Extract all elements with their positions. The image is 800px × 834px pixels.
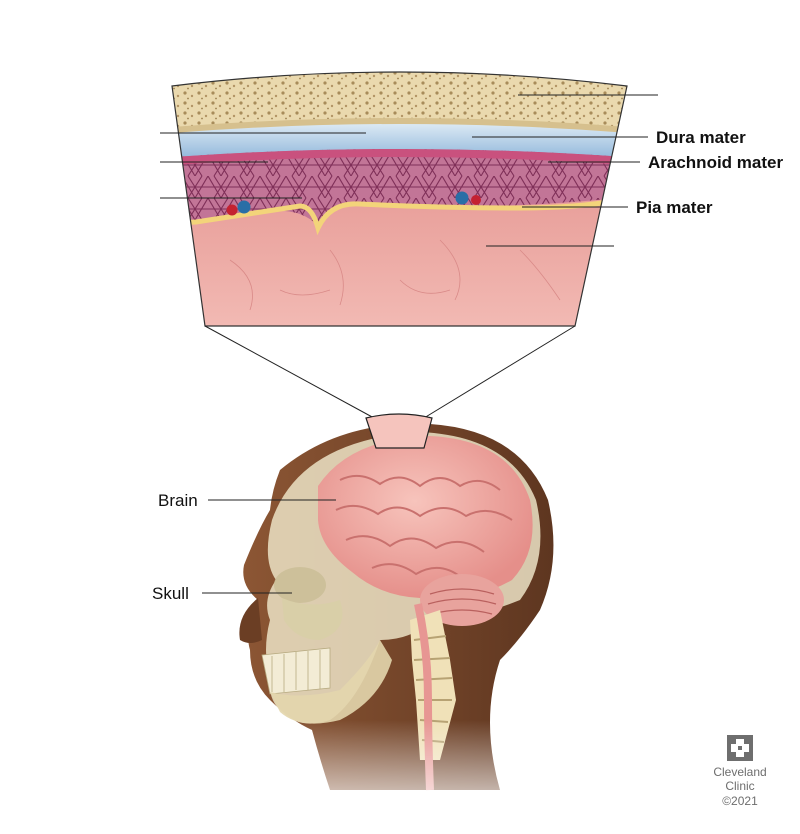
- logo-line-clinic: Clinic: [725, 779, 755, 794]
- label-dura-mater: Dura mater: [656, 128, 746, 147]
- skull-bone-layer: [172, 72, 627, 132]
- label-brain: Brain: [158, 491, 198, 510]
- zoom-region-marker: [365, 413, 433, 449]
- logo-text: Cleveland Clinic ©2021: [710, 765, 770, 808]
- brain-shape: [318, 436, 533, 600]
- label-skull: Skull: [152, 584, 189, 603]
- label-arachnoid-mater: Arachnoid mater: [648, 153, 784, 172]
- logo-line-cleveland: Cleveland: [713, 765, 767, 779]
- label-pia-mater: Pia mater: [636, 198, 713, 217]
- vein-icon: [237, 200, 251, 214]
- cleveland-clinic-logo-icon: [727, 735, 753, 761]
- artery-icon: [226, 204, 238, 216]
- head-illustration: [200, 423, 600, 834]
- meninges-inset: [172, 72, 627, 326]
- logo-copyright: ©2021: [722, 793, 758, 808]
